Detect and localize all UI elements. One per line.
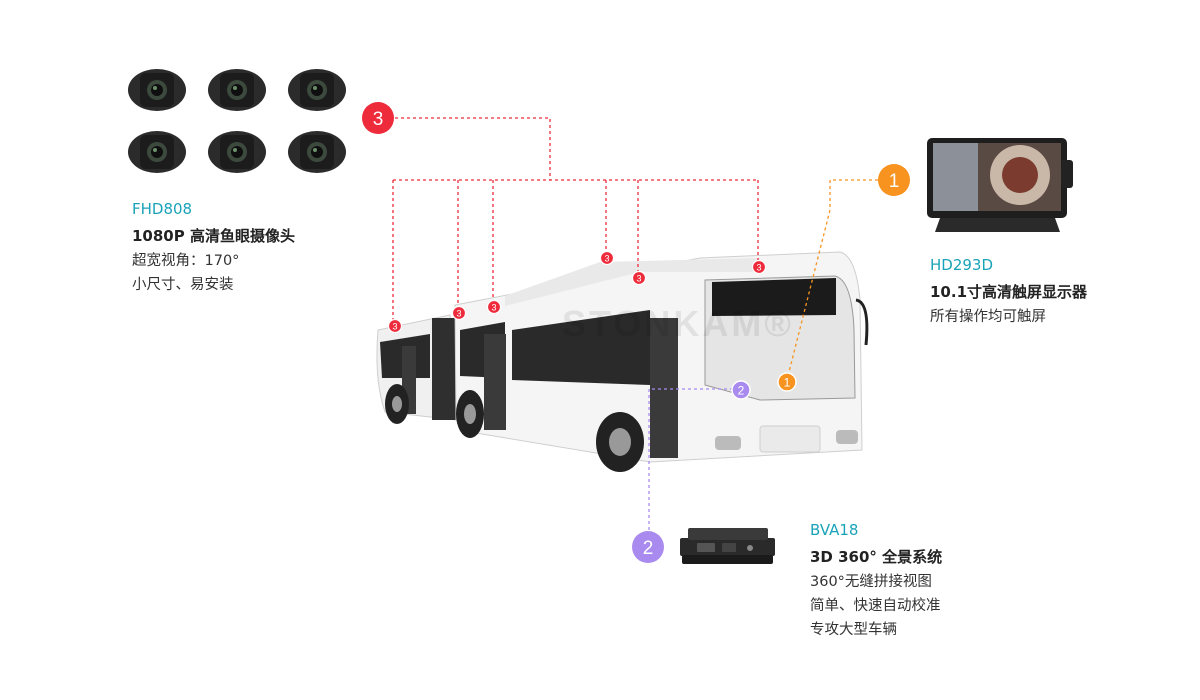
monitor-info: HD293D 10.1寸高清触屏显示器 所有操作均可触屏 [930, 255, 1087, 329]
camera-product-group [128, 69, 346, 173]
camera-marker: 3 [751, 259, 767, 275]
camera-model: FHD808 [132, 200, 193, 218]
camera-connection-lines [392, 117, 759, 325]
dvr-feature: 简单、快速自动校准 [810, 598, 941, 614]
svg-text:1: 1 [889, 171, 900, 192]
dvr-icon [680, 528, 775, 564]
svg-text:3: 3 [456, 309, 461, 319]
monitor-connection-line [786, 179, 878, 381]
monitor-callout-badge: 1 [878, 164, 910, 196]
dvr-headline: 3D 360° 全景系统 [810, 548, 943, 566]
dvr-mount-marker: 2 [731, 380, 751, 400]
dvr-connection-line [648, 388, 739, 531]
camera-info: FHD808 1080P 高清鱼眼摄像头 超宽视角：170° 小尺寸、易安装 [132, 199, 295, 297]
svg-text:3: 3 [392, 322, 397, 332]
camera-icon [208, 131, 266, 173]
monitor-icon [927, 138, 1073, 232]
svg-text:2: 2 [738, 384, 745, 398]
monitor-feature: 所有操作均可触屏 [930, 309, 1046, 325]
bus-illustration [376, 251, 869, 472]
camera-mount-markers: 3 3 3 3 3 3 [387, 250, 767, 334]
svg-text:1: 1 [784, 376, 791, 390]
camera-marker: 3 [599, 250, 615, 266]
svg-text:3: 3 [756, 263, 761, 273]
svg-text:3: 3 [373, 109, 384, 130]
camera-icon [128, 69, 186, 111]
monitor-mount-marker: 1 [777, 372, 797, 392]
monitor-headline: 10.1寸高清触屏显示器 [930, 283, 1088, 301]
svg-text:3: 3 [604, 254, 609, 264]
camera-icon [128, 131, 186, 173]
monitor-model: HD293D [930, 256, 994, 274]
camera-marker: 3 [486, 299, 502, 315]
dvr-info: BVA18 3D 360° 全景系统 360°无缝拼接视图 简单、快速自动校准 … [810, 520, 942, 642]
dvr-callout-badge: 2 [632, 531, 664, 563]
camera-callout-badge: 3 [362, 102, 394, 134]
camera-marker: 3 [451, 305, 467, 321]
camera-feature: 超宽视角：170° [132, 253, 240, 269]
camera-marker: 3 [387, 318, 403, 334]
camera-feature: 小尺寸、易安装 [132, 277, 234, 293]
watermark: STONKAM® [562, 303, 794, 344]
camera-icon [288, 69, 346, 111]
camera-icon [208, 69, 266, 111]
svg-text:3: 3 [636, 274, 641, 284]
svg-text:2: 2 [643, 538, 654, 559]
dvr-model: BVA18 [810, 521, 859, 539]
camera-marker: 3 [631, 270, 647, 286]
dvr-feature: 专攻大型车辆 [810, 622, 897, 638]
camera-headline: 1080P 高清鱼眼摄像头 [132, 227, 295, 245]
dvr-feature: 360°无缝拼接视图 [810, 574, 932, 590]
camera-icon [288, 131, 346, 173]
svg-text:3: 3 [491, 303, 496, 313]
